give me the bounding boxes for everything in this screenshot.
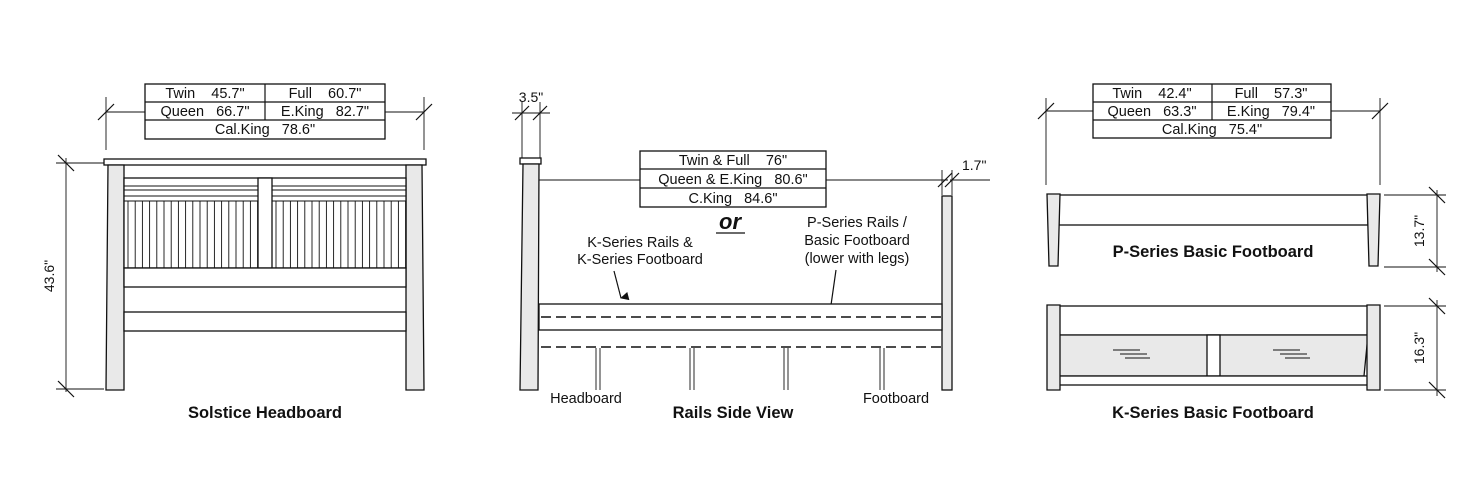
footboard-width-calking: Cal.King 75.4" <box>1162 122 1262 138</box>
footboard-width-eking: E.King 79.4" <box>1227 104 1315 120</box>
headboard-width-full: Full 60.7" <box>289 86 362 102</box>
p-callout-line-1: P-Series Rails / <box>807 215 908 231</box>
k-series-callout: K-Series Rails & K-Series Footboard <box>577 235 703 301</box>
headboard-right-leg <box>405 164 425 391</box>
k-callout-line-1: K-Series Rails & <box>587 235 693 251</box>
headboard-top-cap <box>103 158 427 166</box>
footboard-post <box>941 195 953 391</box>
p-series-callout: P-Series Rails / Basic Footboard (lower … <box>804 215 910 318</box>
headboard-post-cap <box>519 157 542 165</box>
p-series-footboard: P-Series Basic Footboard <box>1046 193 1381 267</box>
footboard-width-queen: Queen 63.3" <box>1108 104 1197 120</box>
headboard-slat-panel <box>123 177 407 269</box>
p-height-dimension: 13.7" <box>1384 186 1446 276</box>
footboard-width-dimension <box>1037 98 1389 185</box>
headboard-width-dimension <box>97 97 433 150</box>
footboard-end-label: Footboard <box>863 391 929 407</box>
headboard-title: Solstice Headboard <box>188 404 342 422</box>
post-width-label: 3.5" <box>519 89 543 105</box>
headboard-post <box>519 163 540 391</box>
rail-length-dimension: 1.7" <box>524 157 990 195</box>
headboard-width-queen: Queen 66.7" <box>161 104 250 120</box>
footboard-width-table: Twin 42.4" Full 57.3" Queen 63.3" E.King… <box>1092 83 1332 139</box>
k-panel-shading-left <box>1113 349 1150 359</box>
post-width-dimension: 3.5" <box>512 89 550 158</box>
or-label: or <box>719 209 742 234</box>
rail-length-cking: C.King 84.6" <box>689 191 778 207</box>
headboard-lower-rail <box>123 311 407 332</box>
headboard-width-table: Twin 45.7" Full 60.7" Queen 66.7" E.King… <box>144 83 386 140</box>
rail-length-queen-eking: Queen & E.King 80.6" <box>658 172 807 188</box>
headboard-width-calking: Cal.King 78.6" <box>215 122 315 138</box>
headboard-width-eking: E.King 82.7" <box>281 104 369 120</box>
k-height-label: 16.3" <box>1411 332 1427 364</box>
k-height-dimension: 16.3" <box>1384 297 1446 399</box>
footboard-width-twin: Twin 42.4" <box>1112 86 1191 102</box>
k-panel-shading-right <box>1273 349 1310 359</box>
p-height-label: 13.7" <box>1411 215 1427 247</box>
k-series-title: K-Series Basic Footboard <box>1112 404 1314 422</box>
headboard-upper-rail <box>123 267 407 288</box>
p-callout-line-2: Basic Footboard <box>804 233 910 249</box>
k-series-footboard: K-Series Basic Footboard <box>1046 304 1381 422</box>
rail-length-table: Twin & Full 76" Queen & E.King 80.6" C.K… <box>639 150 827 208</box>
rails-title: Rails Side View <box>673 404 794 422</box>
rail-length-twin-full: Twin & Full 76" <box>679 153 787 169</box>
headboard-left-leg <box>105 164 125 391</box>
k-callout-line-2: K-Series Footboard <box>577 252 703 268</box>
p-callout-line-3: (lower with legs) <box>805 251 910 267</box>
rails-side-view: 3.5" Twin & Full 76" Queen & E.King 80.6… <box>512 89 990 422</box>
footboards-drawing: Twin 42.4" Full 57.3" Queen 63.3" E.King… <box>1037 83 1446 422</box>
headboard-drawing: Twin 45.7" Full 60.7" Queen 66.7" E.King… <box>41 83 433 422</box>
p-series-rail-legs <box>595 348 885 390</box>
headboard-height-label: 43.6" <box>41 260 57 292</box>
headboard-end-label: Headboard <box>550 391 622 407</box>
headboard-width-twin: Twin 45.7" <box>165 86 244 102</box>
p-series-title: P-Series Basic Footboard <box>1113 243 1314 261</box>
footboard-width-full: Full 57.3" <box>1235 86 1308 102</box>
headboard-height-dimension: 43.6" <box>41 154 104 398</box>
footboard-thickness-label: 1.7" <box>962 157 986 173</box>
